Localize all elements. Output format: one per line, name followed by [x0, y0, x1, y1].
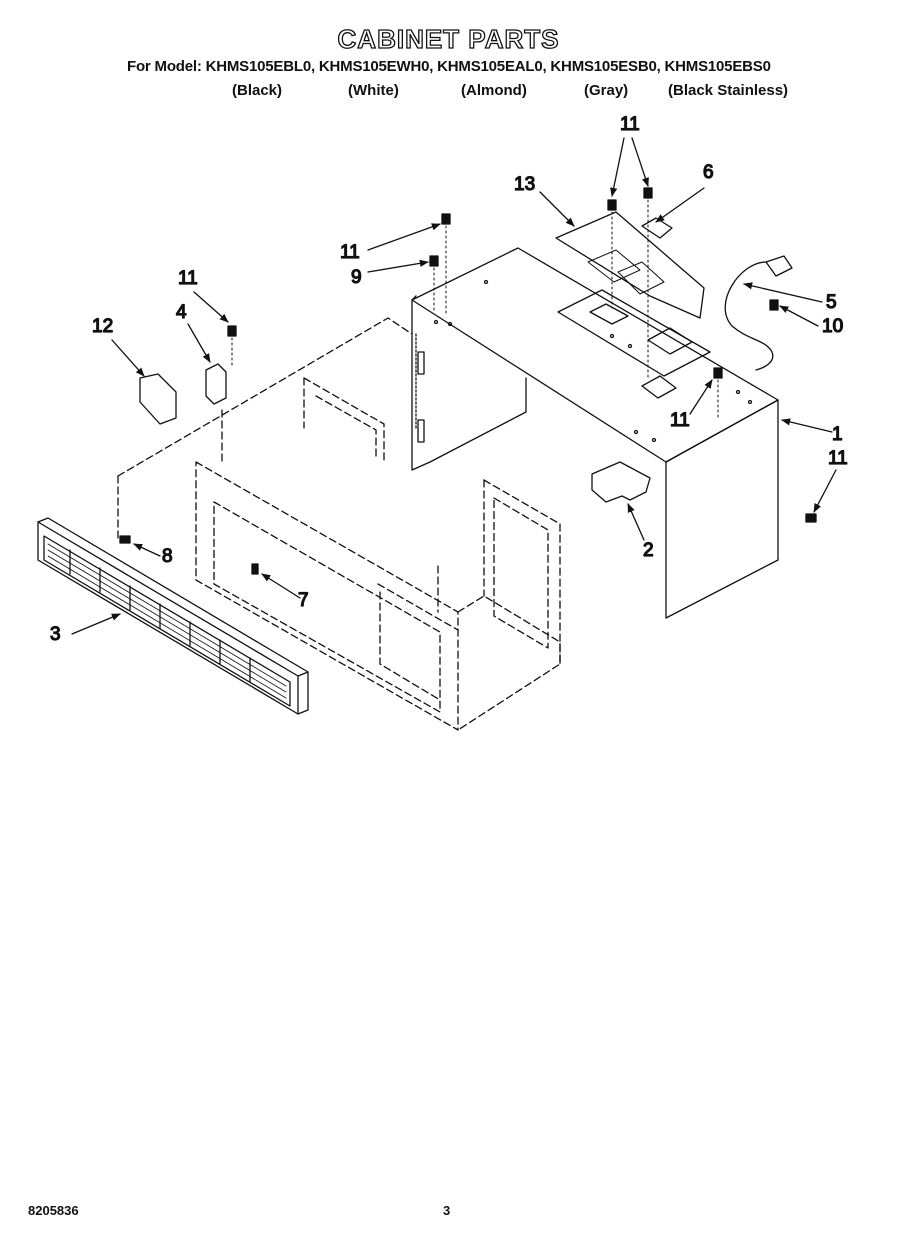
- bracket-part-2: [591, 461, 651, 503]
- page-number: 3: [443, 1203, 451, 1218]
- document-number: 8205836: [28, 1203, 79, 1218]
- callout-6: 6: [703, 162, 714, 183]
- screws: [119, 187, 817, 575]
- color-label-black: (Black): [232, 82, 283, 99]
- callout-11-d: 11: [670, 410, 690, 431]
- page-title: CABINET PARTS: [337, 23, 560, 54]
- callout-4: 4: [176, 302, 187, 323]
- bracket-part-12: [139, 373, 177, 425]
- callout-leaders: [71, 137, 837, 635]
- color-label-white: (White): [348, 82, 399, 99]
- inner-cavity-dashed: [117, 317, 561, 731]
- cover-plate-part-13: [555, 211, 705, 319]
- bracket-part-4: [205, 363, 227, 405]
- callout-11-c: 11: [620, 114, 640, 135]
- callout-13: 13: [514, 174, 535, 195]
- callout-3: 3: [50, 624, 61, 645]
- callout-7: 7: [298, 590, 309, 611]
- callout-9: 9: [351, 267, 362, 288]
- callout-11-a: 11: [340, 242, 360, 263]
- clip-part-6: [641, 217, 673, 239]
- color-label-gray: (Gray): [584, 82, 629, 99]
- outer-cabinet-wrapper: [411, 247, 779, 619]
- power-cord-part-5: [724, 255, 793, 371]
- callout-10: 10: [822, 316, 843, 337]
- callout-8: 8: [162, 546, 173, 567]
- color-label-almond: (Almond): [461, 82, 527, 99]
- callout-11-e: 11: [828, 448, 848, 469]
- front-grille: [37, 517, 309, 715]
- callout-2: 2: [643, 540, 654, 561]
- callout-12: 12: [92, 316, 113, 337]
- color-label-black-stainless: (Black Stainless): [668, 82, 789, 99]
- callout-1: 1: [832, 424, 843, 445]
- callout-11-b: 11: [178, 268, 198, 289]
- callout-5: 5: [826, 292, 837, 313]
- model-list: For Model: KHMS105EBL0, KHMS105EWH0, KHM…: [127, 58, 771, 75]
